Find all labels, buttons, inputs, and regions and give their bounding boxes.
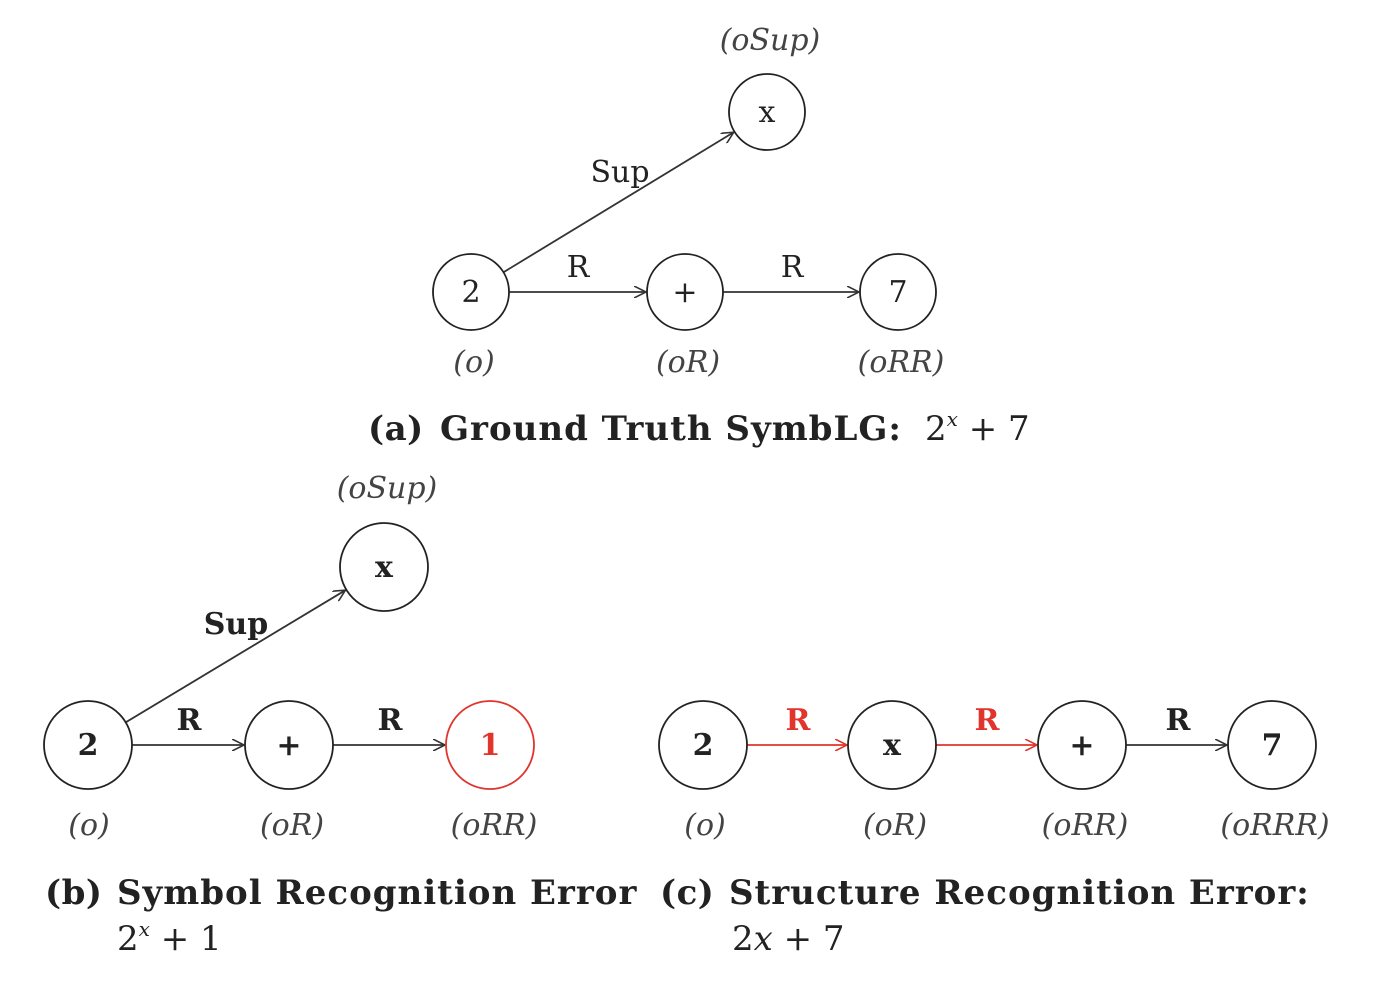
node-path-label: (oRRR): [1220, 808, 1329, 843]
node-circle: [43, 700, 133, 790]
node-c-plus: + (oRR): [1037, 700, 1129, 843]
node-path-label: (o): [453, 345, 494, 380]
node-b-1: 1 (oRR): [445, 700, 538, 843]
node-b-x: x (oSup): [337, 471, 438, 612]
node-label: 2: [693, 728, 714, 763]
node-path-label: (oR): [260, 808, 324, 843]
captions-layer: (a)Ground Truth SymbLG:2x + 7(b)Symbol R…: [45, 407, 1310, 959]
node-label: 7: [888, 275, 907, 310]
edge-label-c-1: R: [975, 703, 1001, 738]
edge-label-c-2: R: [1166, 703, 1192, 738]
caption-expression-part: + 7: [958, 409, 1030, 449]
nodes-layer: 2 (o) x (oSup) + (oR) 7 (oRR) 2 (o) x (oSup) + (oR) 1 (…: [43, 23, 1330, 843]
node-label: x: [759, 95, 776, 130]
caption-expression: 2x + 7: [732, 919, 845, 959]
node-a-x: x (oSup): [720, 23, 821, 151]
caption-title: Ground Truth SymbLG:: [440, 409, 902, 449]
caption-prefix: (c): [660, 873, 714, 913]
caption-expression: 2x + 1: [117, 917, 222, 959]
node-circle: [432, 253, 510, 331]
node-a-plus: + (oR): [646, 253, 724, 380]
node-label: 2: [78, 728, 99, 763]
node-c-x: x (oR): [847, 700, 937, 843]
caption-title: Structure Recognition Error:: [729, 873, 1310, 913]
caption-expression-part: + 1: [150, 919, 222, 959]
edge-a-2-to-x: [503, 132, 733, 274]
caption-a: (a) Ground Truth SymbLG: 2x + 7: [368, 407, 1030, 449]
edge-label-a-2: R: [781, 250, 805, 285]
panel-a: 2 (o) x (oSup) + (oR) 7 (oRR): [432, 23, 945, 380]
caption-prefix: (b): [45, 873, 102, 913]
edge-label-a-1: R: [567, 250, 591, 285]
panel-b: 2 (o) x (oSup) + (oR) 1 (oRR): [43, 471, 538, 843]
edge-b-2-to-x: [125, 590, 346, 724]
node-path-label: (oRR): [1042, 808, 1129, 843]
caption-expression-part: 2: [925, 409, 947, 449]
node-circle: [339, 522, 429, 612]
caption-expression: 2x + 7: [925, 407, 1030, 449]
node-label: +: [1069, 728, 1094, 763]
caption-expression-part: + 7: [773, 919, 845, 959]
caption-expression-part: x: [754, 919, 773, 959]
node-label: x: [883, 728, 902, 763]
edge-label-c-0: R: [786, 703, 812, 738]
node-circle: [1037, 700, 1127, 790]
node-label: 1: [480, 728, 501, 763]
panel-c: 2 (o) x (oR) + (oRR) 7 (oRRR): [658, 700, 1330, 843]
edge-label-b-2: R: [378, 703, 404, 738]
node-circle: [244, 700, 334, 790]
node-label: 7: [1262, 728, 1283, 763]
node-path-label: (oRR): [858, 345, 945, 380]
caption-prefix: (a): [368, 409, 424, 449]
node-circle: [728, 73, 806, 151]
caption-expression-superscript: x: [947, 407, 958, 431]
node-c-7: 7 (oRRR): [1220, 700, 1330, 843]
node-path-label: (oRR): [451, 808, 538, 843]
node-b-plus: + (oR): [244, 700, 334, 843]
caption-expression-part: 2: [732, 919, 754, 959]
node-c-2: 2 (o): [658, 700, 748, 843]
node-label: +: [672, 275, 697, 310]
node-path-label: (o): [68, 808, 109, 843]
node-path-label: (oSup): [720, 23, 821, 58]
node-a-2: 2 (o): [432, 253, 510, 380]
edge-label-b-0: Sup: [204, 607, 268, 642]
node-path-label: (o): [684, 808, 725, 843]
caption-c: (c) Structure Recognition Error: 2x + 7: [660, 873, 1310, 959]
edge-label-b-1: R: [177, 703, 203, 738]
node-a-7: 7 (oRR): [858, 253, 945, 380]
caption-expression-superscript: x: [139, 917, 150, 941]
node-circle: [445, 700, 535, 790]
edge-label-a-0: Sup: [590, 155, 649, 190]
node-circle: [658, 700, 748, 790]
caption-expression-part: 2: [117, 919, 139, 959]
node-circle: [859, 253, 937, 331]
node-circle: [1227, 700, 1317, 790]
node-label: +: [276, 728, 301, 763]
node-circle: [847, 700, 937, 790]
caption-title: Symbol Recognition Error: [117, 873, 637, 913]
node-path-label: (oR): [863, 808, 927, 843]
node-label: x: [375, 550, 394, 585]
node-path-label: (oR): [656, 345, 720, 380]
node-path-label: (oSup): [337, 471, 438, 506]
node-label: 2: [461, 275, 480, 310]
node-b-2: 2 (o): [43, 700, 133, 843]
node-circle: [646, 253, 724, 331]
